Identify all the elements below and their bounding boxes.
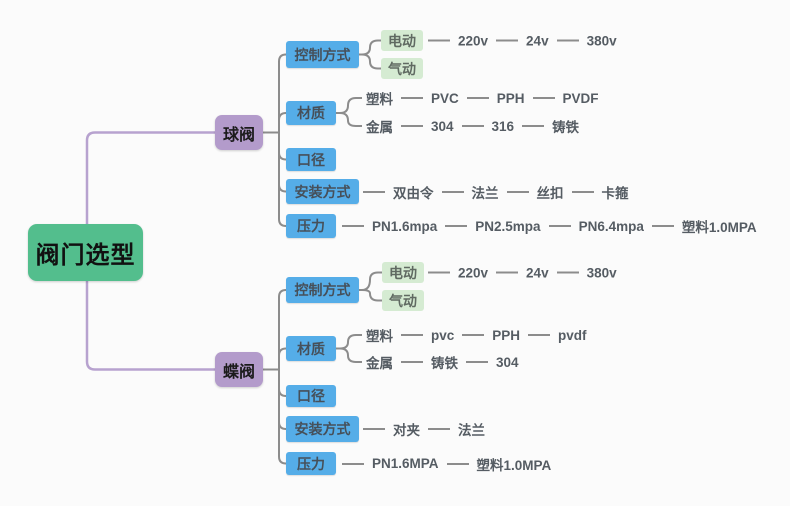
leaf-node-union[interactable]: 双由令 [393,185,434,201]
ball-pneumatic-node[interactable]: 气动 [381,58,423,79]
connector-line [466,97,489,99]
connector-line [428,271,450,274]
ball-material-node[interactable]: 材质 [286,101,336,125]
connector-line [522,125,545,127]
branch-node-butterfly-valve[interactable]: 蝶阀 [215,352,263,387]
connector-line [342,225,364,227]
connector-line [445,225,468,227]
butterfly-pressure-chain: PN1.6MPA 塑料1.0MPA [342,454,551,474]
leaf-node-pn25[interactable]: PN2.5mpa [475,218,541,234]
butterfly-install-mode-node[interactable]: 安装方式 [286,416,359,442]
leaf-node-220v[interactable]: 220v [458,265,489,280]
butterfly-electric-node[interactable]: 电动 [382,262,424,283]
root-connectors [85,131,215,371]
connector-line [556,271,579,274]
ball-diameter-node[interactable]: 口径 [286,148,336,171]
butterfly-metal-chain: 金属 铸铁 304 [366,352,519,372]
butterfly-voltage-chain: 220v 24v 380v [428,265,617,280]
ball-install-chain: 双由令 法兰 丝扣 卡箍 [363,182,629,202]
leaf-node-pvc[interactable]: PVC [431,90,459,106]
connector-line [466,361,488,363]
leaf-node-pph[interactable]: PPH [496,90,525,106]
leaf-node-24v[interactable]: 24v [526,265,549,280]
leaf-node-pvdf[interactable]: PVDF [562,90,599,106]
butterfly-material-node[interactable]: 材质 [286,336,336,361]
connector-line [401,361,423,363]
ball-voltage-chain: 220v 24v 380v [428,33,617,48]
leaf-node-220v[interactable]: 220v [458,33,489,48]
leaf-node-plastic10[interactable]: 塑料1.0MPA [476,457,552,473]
leaf-node-pn64[interactable]: PN6.4mpa [578,218,644,234]
leaf-node-pvdf[interactable]: pvdf [558,327,587,343]
connector-line [496,39,519,42]
ball-metal-chain: 金属 304 316 铸铁 [366,116,579,136]
root-node-valve-selection[interactable]: 阀门选型 [28,224,143,281]
leaf-node-cast-iron[interactable]: 铸铁 [552,120,580,135]
butterfly-pneumatic-node[interactable]: 气动 [382,290,424,311]
connector-line [571,190,594,193]
branch-connectors [263,39,382,465]
ball-control-mode-node[interactable]: 控制方式 [286,41,359,68]
leaf-node-plastic[interactable]: 塑料 [366,329,393,344]
leaf-node-304[interactable]: 304 [431,118,454,134]
connector-line [401,125,423,127]
leaf-node-380v[interactable]: 380v [586,33,617,48]
connector-line [528,334,551,336]
connector-line [462,334,485,336]
leaf-node-plastic[interactable]: 塑料 [366,92,393,107]
leaf-node-380v[interactable]: 380v [586,265,617,280]
leaf-node-flange[interactable]: 法兰 [458,423,485,438]
connector-line [441,190,464,193]
connector-line [401,334,423,336]
butterfly-install-chain: 对夹 法兰 [363,419,485,439]
leaf-node-metal[interactable]: 金属 [366,120,393,135]
leaf-node-flange[interactable]: 法兰 [471,185,499,201]
connector-line [532,97,555,99]
connector-line [428,39,450,42]
connector-line [556,39,579,42]
leaf-node-316[interactable]: 316 [491,118,515,134]
ball-plastic-chain: 塑料 PVC PPH PVDF [366,88,599,108]
ball-pressure-chain: PN1.6mpa PN2.5mpa PN6.4mpa 塑料1.0MPA [342,216,757,236]
butterfly-plastic-chain: 塑料 pvc PPH pvdf [366,325,587,345]
connector-line [428,428,450,430]
leaf-node-cast-iron[interactable]: 铸铁 [431,356,458,371]
leaf-node-pph[interactable]: PPH [492,327,521,343]
leaf-node-plastic10[interactable]: 塑料1.0MPA [681,220,757,235]
connector-line [342,462,364,465]
ball-pressure-node[interactable]: 压力 [286,214,336,238]
ball-install-mode-node[interactable]: 安装方式 [286,179,359,204]
leaf-node-pn16[interactable]: PN1.6MPA [372,456,439,471]
connector-line [446,462,469,465]
leaf-node-clamp[interactable]: 卡箍 [601,185,629,201]
butterfly-diameter-node[interactable]: 口径 [286,385,336,407]
connector-line [363,190,385,193]
leaf-node-pvc[interactable]: pvc [431,327,455,343]
connector-line [496,271,519,274]
leaf-node-24v[interactable]: 24v [526,33,549,48]
leaf-node-pn16[interactable]: PN1.6mpa [372,218,438,234]
leaf-node-304[interactable]: 304 [496,354,519,370]
leaf-node-wafer[interactable]: 对夹 [393,423,420,438]
butterfly-control-mode-node[interactable]: 控制方式 [286,277,359,303]
connector-line [651,225,674,227]
leaf-node-metal[interactable]: 金属 [366,356,393,371]
connector-line [461,125,484,127]
connector-line [506,190,529,193]
connector-line [548,225,571,227]
branch-node-ball-valve[interactable]: 球阀 [215,115,263,150]
ball-electric-node[interactable]: 电动 [381,30,423,51]
leaf-node-thread[interactable]: 丝扣 [536,185,564,201]
butterfly-pressure-node[interactable]: 压力 [286,452,336,475]
connector-line [401,97,423,99]
connector-line [363,428,385,430]
